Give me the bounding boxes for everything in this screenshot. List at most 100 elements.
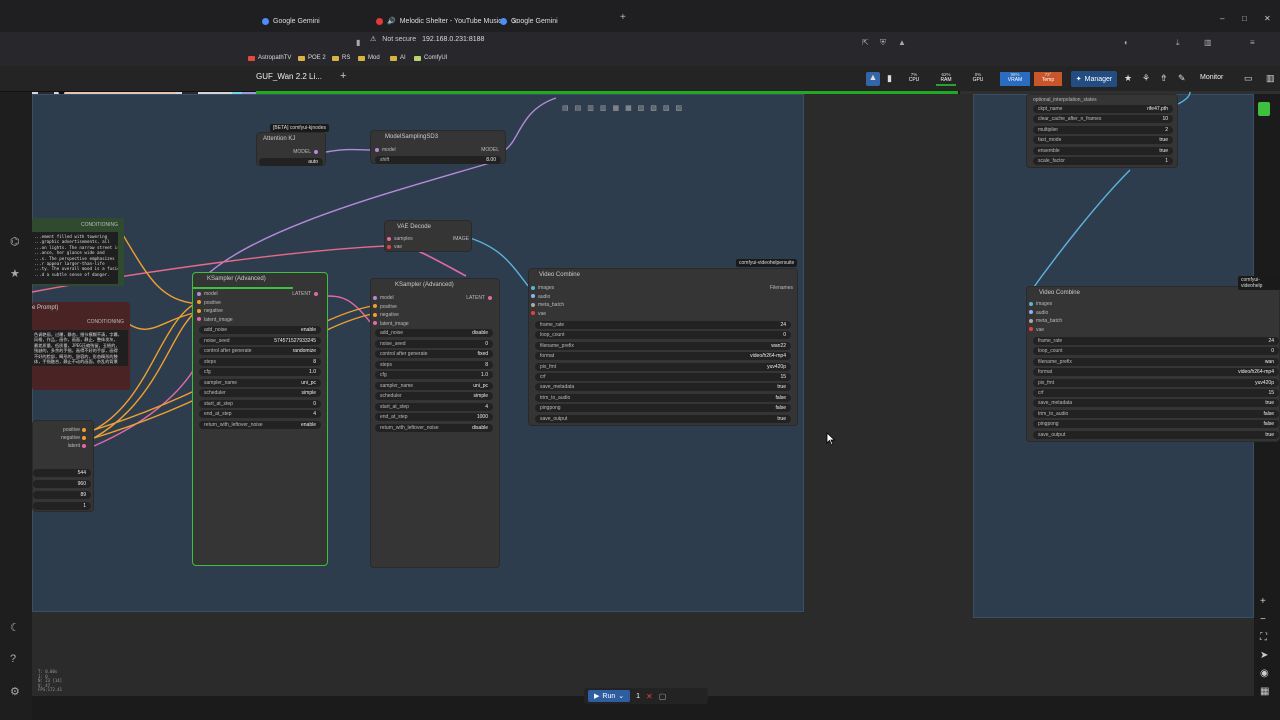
conditioning-node-positive[interactable]: CONDITIONING ...ement filled with toweri… [32,218,124,286]
input-dot[interactable] [197,317,201,322]
attention-kj-node[interactable]: Attention KJ MODEL auto [256,132,326,166]
queue-panel-icon[interactable]: ▢ [658,691,667,701]
input-dot[interactable] [373,312,377,317]
close-window-icon[interactable]: ✕ [1264,14,1271,23]
brave-shield-icon[interactable]: ⛨ [880,38,886,47]
layout-icon[interactable]: ▥ [1266,73,1275,83]
width-widget[interactable]: 544 [33,469,91,477]
output-dot[interactable] [82,435,86,440]
bookmark-item[interactable]: ComfyUI [414,55,447,61]
input-dot[interactable] [1029,318,1033,323]
output-dot[interactable] [82,427,86,432]
node-input[interactable]: negative [197,308,223,314]
node-input[interactable]: negative [373,312,399,318]
zoom-in-icon[interactable]: + [1260,596,1266,607]
input-dot[interactable] [197,291,201,296]
help-icon[interactable]: ? [10,653,17,665]
input-dot[interactable] [375,147,379,152]
input-dot[interactable] [373,295,377,300]
node-library-icon[interactable]: ⌬ [10,236,20,248]
node-output[interactable]: LATENT [466,295,495,301]
rewards-icon[interactable]: ▲ [898,38,906,47]
monitor-button[interactable]: Monitor [1200,74,1223,81]
bookmark-item[interactable]: Mod [358,55,380,61]
node-input[interactable]: vae [387,244,402,250]
node-input[interactable]: audio [1029,310,1048,316]
output-dot[interactable] [314,291,318,296]
input-dot[interactable] [387,244,391,249]
input-dot[interactable] [197,308,201,313]
batch-widget[interactable]: 1 [33,502,91,510]
output-dot[interactable] [488,295,492,300]
pen-icon[interactable]: ✎ [1178,73,1186,83]
share-icon[interactable]: ⇱ [862,38,869,47]
bookmark-item[interactable]: AstropathTV [248,55,291,61]
input-dot[interactable] [387,236,391,241]
run-button[interactable]: ▶Run⌄ [588,690,631,702]
node-widget[interactable]: auto [259,158,323,166]
node-output[interactable]: CONDITIONING [87,319,124,325]
bookmark-icon[interactable]: ▮ [887,73,892,83]
panel-icon[interactable]: ▭ [1244,73,1253,83]
url-field[interactable]: ⚠ Not secure 192.168.0.231:8188 [370,35,484,44]
node-input[interactable]: vae [1029,327,1044,333]
node-input[interactable]: positive [373,304,397,310]
input-dot[interactable] [1029,327,1033,332]
input-dot[interactable] [531,311,535,316]
conditioning-node-negative[interactable]: e Prompt) CONDITIONING 色调艳丽，过曝，静态，细节模糊不清… [32,302,130,390]
workflow-tab[interactable]: GUF_Wan 2.2 Li... [256,72,322,81]
node-input[interactable]: vae [531,311,546,317]
theme-moon-icon[interactable]: ☾ [10,622,20,634]
node-input[interactable]: samples [387,236,413,242]
node-input[interactable]: model [375,147,396,153]
node-output[interactable]: positive [63,427,89,433]
node-output[interactable]: negative [61,435,89,441]
queue-icon[interactable]: ▲ [866,72,880,86]
input-dot[interactable] [373,304,377,309]
input-dot[interactable] [373,321,377,326]
prompt-textarea[interactable]: ...ement filled with towering ...graphic… [32,232,118,284]
output-dot[interactable] [82,443,86,448]
node-icon[interactable]: ⚘ [1142,73,1151,83]
visibility-icon[interactable]: ◉ [1260,668,1269,679]
latent-source-node[interactable]: positive negative latent 544 960 89 1 [32,420,94,512]
new-tab-button[interactable]: + [620,12,626,23]
bookmark-item[interactable]: RS [332,55,350,61]
bookmark-item[interactable]: AI [390,55,406,61]
vae-decode-node[interactable]: VAE Decode samples vae IMAGE [384,220,472,252]
cancel-run-icon[interactable]: ✕ [646,691,653,701]
node-input[interactable]: latent_image [373,321,409,327]
node-output[interactable]: Filenames [770,285,793,291]
node-output[interactable]: LATENT [292,291,321,297]
